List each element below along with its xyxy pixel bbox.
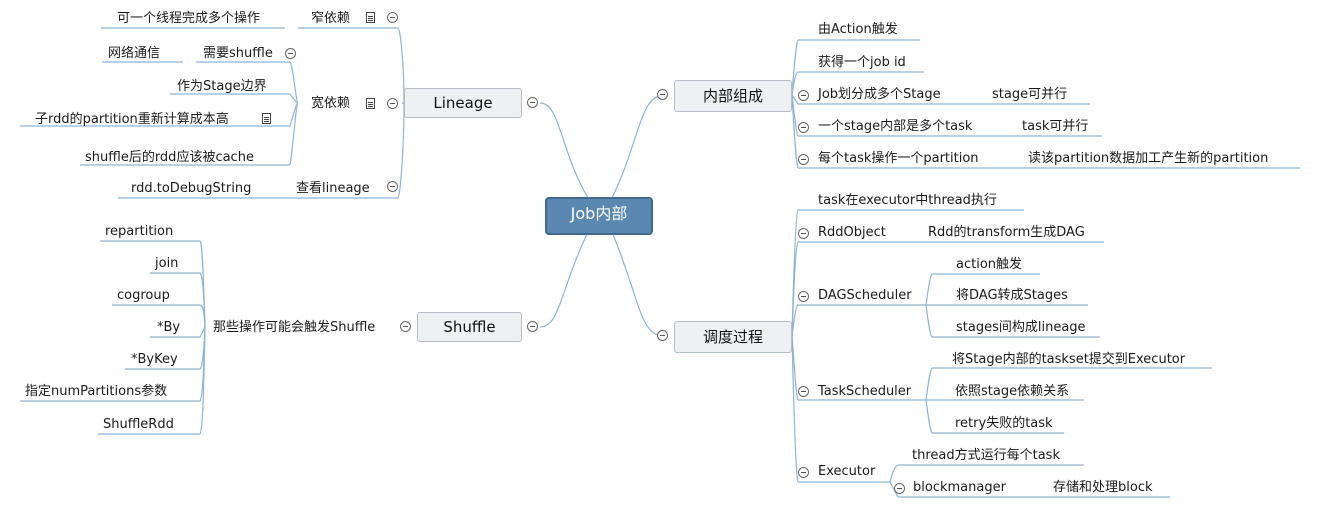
node-network[interactable]: 网络通信: [108, 46, 161, 61]
wide-collapse-icon[interactable]: [387, 98, 398, 109]
op-bykey[interactable]: *ByKey: [131, 352, 178, 367]
node-wide[interactable]: 宽依赖: [311, 96, 351, 111]
internal-item-partition-child[interactable]: 读该partition数据加工产生新的partition: [1028, 151, 1269, 166]
executor-thread[interactable]: thread方式运行每个task: [912, 448, 1060, 463]
recompute-note-icon[interactable]: [262, 113, 271, 124]
node-narrow[interactable]: 窄依赖: [311, 11, 351, 26]
node-view-lineage[interactable]: 查看lineage: [296, 181, 370, 196]
schedule-taskscheduler[interactable]: TaskScheduler: [818, 384, 912, 399]
ts-child-dependency[interactable]: 依照stage依赖关系: [955, 384, 1070, 399]
root-node[interactable]: Job内部: [545, 197, 653, 235]
executor-blockmanager[interactable]: blockmanager: [913, 480, 1006, 495]
internal-item-stages-child[interactable]: stage可并行: [992, 87, 1068, 102]
blockmanager-collapse-icon[interactable]: [894, 483, 905, 494]
dag-child-action[interactable]: action触发: [956, 257, 1023, 272]
internal-task-collapse-icon[interactable]: [798, 122, 809, 133]
branch-shuffle[interactable]: Shuffle: [417, 312, 522, 342]
dag-child-lineage[interactable]: stages间构成lineage: [956, 320, 1086, 335]
internal-item-action[interactable]: 由Action触发: [818, 22, 898, 37]
internal-item-jobid[interactable]: 获得一个job id: [818, 55, 906, 70]
op-cogroup[interactable]: cogroup: [117, 288, 170, 303]
wide-note-icon[interactable]: [366, 98, 375, 109]
link-root-schedule: [611, 231, 665, 337]
link-lineage-narrow: [397, 27, 405, 104]
internal-collapse-icon[interactable]: [657, 89, 668, 100]
need-shuffle-collapse-icon[interactable]: [285, 48, 296, 59]
internal-item-partition[interactable]: 每个task操作一个partition: [818, 151, 979, 166]
narrow-collapse-icon[interactable]: [387, 12, 398, 23]
internal-item-stages[interactable]: Job划分成多个Stage: [818, 87, 941, 102]
branch-internal[interactable]: 内部组成: [674, 80, 792, 112]
op-repartition[interactable]: repartition: [105, 224, 174, 239]
internal-stage-collapse-icon[interactable]: [798, 90, 809, 101]
executor-collapse-icon[interactable]: [798, 467, 809, 478]
schedule-executor[interactable]: Executor: [818, 464, 876, 479]
schedule-collapse-icon[interactable]: [657, 330, 668, 341]
node-todebugstring[interactable]: rdd.toDebugString: [131, 181, 252, 196]
internal-item-tasks-child[interactable]: task可并行: [1022, 119, 1089, 134]
op-shufflerdd[interactable]: ShuffleRdd: [103, 417, 174, 432]
ts-child-submit[interactable]: 将Stage内部的taskset提交到Executor: [952, 352, 1186, 367]
branch-schedule[interactable]: 调度过程: [674, 321, 792, 353]
schedule-rddobject[interactable]: RddObject: [818, 225, 886, 240]
internal-partition-collapse-icon[interactable]: [798, 154, 809, 165]
shuffle-ops-collapse-icon[interactable]: [400, 321, 411, 332]
dag-child-stages[interactable]: 将DAG转成Stages: [956, 288, 1068, 303]
node-shuffle-ops[interactable]: 那些操作可能会触发Shuffle: [213, 320, 376, 335]
narrow-note-icon[interactable]: [366, 12, 375, 23]
op-by[interactable]: *By: [157, 320, 181, 335]
op-join[interactable]: join: [155, 256, 179, 271]
link-root-internal: [611, 94, 665, 199]
node-stage-boundary[interactable]: 作为Stage边界: [177, 79, 267, 94]
op-numpartitions[interactable]: 指定numPartitions参数: [25, 384, 168, 399]
link-lineage-view: [397, 102, 405, 199]
dagscheduler-collapse-icon[interactable]: [798, 291, 809, 302]
blockmanager-child[interactable]: 存储和处理block: [1053, 480, 1153, 495]
branch-lineage[interactable]: Lineage: [404, 88, 522, 118]
internal-item-tasks[interactable]: 一个stage内部是多个task: [818, 119, 973, 134]
view-lineage-collapse-icon[interactable]: [387, 181, 398, 192]
schedule-rddobject-child[interactable]: Rdd的transform生成DAG: [928, 225, 1085, 240]
lineage-collapse-icon[interactable]: [527, 97, 538, 108]
node-cache[interactable]: shuffle后的rdd应该被cache: [85, 150, 254, 165]
node-narrow-child[interactable]: 可一个线程完成多个操作: [117, 11, 261, 26]
schedule-task-executor[interactable]: task在executor中thread执行: [818, 193, 997, 208]
node-recompute-cost[interactable]: 子rdd的partition重新计算成本高: [35, 112, 229, 127]
shuffle-collapse-icon[interactable]: [527, 321, 538, 332]
ts-child-retry[interactable]: retry失败的task: [955, 416, 1053, 431]
link-root-lineage: [539, 102, 589, 199]
rddobject-collapse-icon[interactable]: [798, 228, 809, 239]
node-need-shuffle[interactable]: 需要shuffle: [203, 46, 273, 61]
link-root-shuffle: [539, 231, 589, 328]
taskscheduler-collapse-icon[interactable]: [798, 386, 809, 397]
schedule-dagscheduler[interactable]: DAGScheduler: [818, 288, 912, 303]
